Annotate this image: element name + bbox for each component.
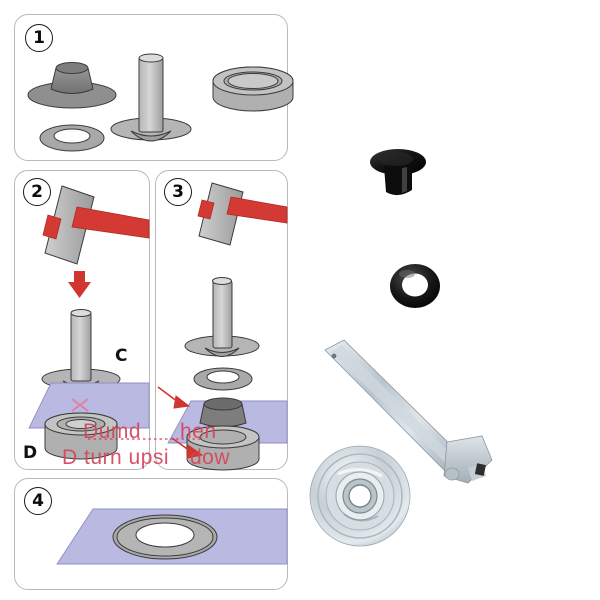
panel-4-artwork	[56, 508, 288, 565]
overlay-dotted-rule	[88, 438, 202, 440]
part-eyelet-washer	[193, 367, 253, 391]
part-anvil-base	[186, 425, 260, 471]
panel-1-number: 1	[25, 24, 53, 52]
part-red-arrow-lower	[171, 437, 204, 459]
overlay-text-line1-right: hen	[180, 420, 217, 443]
panel-1-artwork	[27, 53, 294, 152]
part-hammer	[197, 182, 288, 246]
panel-1: 1	[14, 14, 294, 161]
part-setting-punch	[184, 277, 260, 357]
part-setting-punch	[110, 53, 192, 142]
part-red-arrow-upper	[157, 386, 191, 409]
panel-4-number: 4	[24, 487, 52, 515]
panel-2-number: 2	[23, 178, 51, 206]
part-finished-eyelet	[112, 514, 218, 560]
part-grommet-cap	[27, 62, 117, 109]
panel-2-label-d: D	[23, 443, 38, 463]
part-eyelet-washer	[39, 124, 105, 152]
part-down-arrow	[68, 271, 91, 298]
part-anvil-base	[212, 66, 294, 112]
panel-4: 4	[14, 478, 288, 590]
part-x-mark	[71, 398, 89, 412]
overlay-text-line2-left: D turn upsi	[62, 446, 170, 469]
grommet-cap-photo	[370, 149, 426, 196]
part-setting-punch	[41, 309, 121, 391]
overlay-text-line2-right: dow	[190, 446, 231, 469]
punch-tool-photo	[324, 339, 493, 484]
panel-3-number: 3	[164, 178, 192, 206]
anvil-base-photo	[309, 445, 411, 547]
part-anvil-base	[44, 412, 118, 460]
panel-3: 3	[155, 170, 288, 471]
overlay-text-line1-left: Dumd	[83, 420, 142, 443]
panel-2-artwork	[28, 185, 150, 460]
panel-2-label-c: C	[115, 346, 128, 366]
panel-3-artwork	[157, 182, 288, 471]
part-hammer	[42, 185, 150, 265]
part-grommet-cap	[199, 397, 247, 428]
panel-2: 2	[14, 170, 150, 470]
eyelet-washer-photo	[390, 264, 440, 308]
